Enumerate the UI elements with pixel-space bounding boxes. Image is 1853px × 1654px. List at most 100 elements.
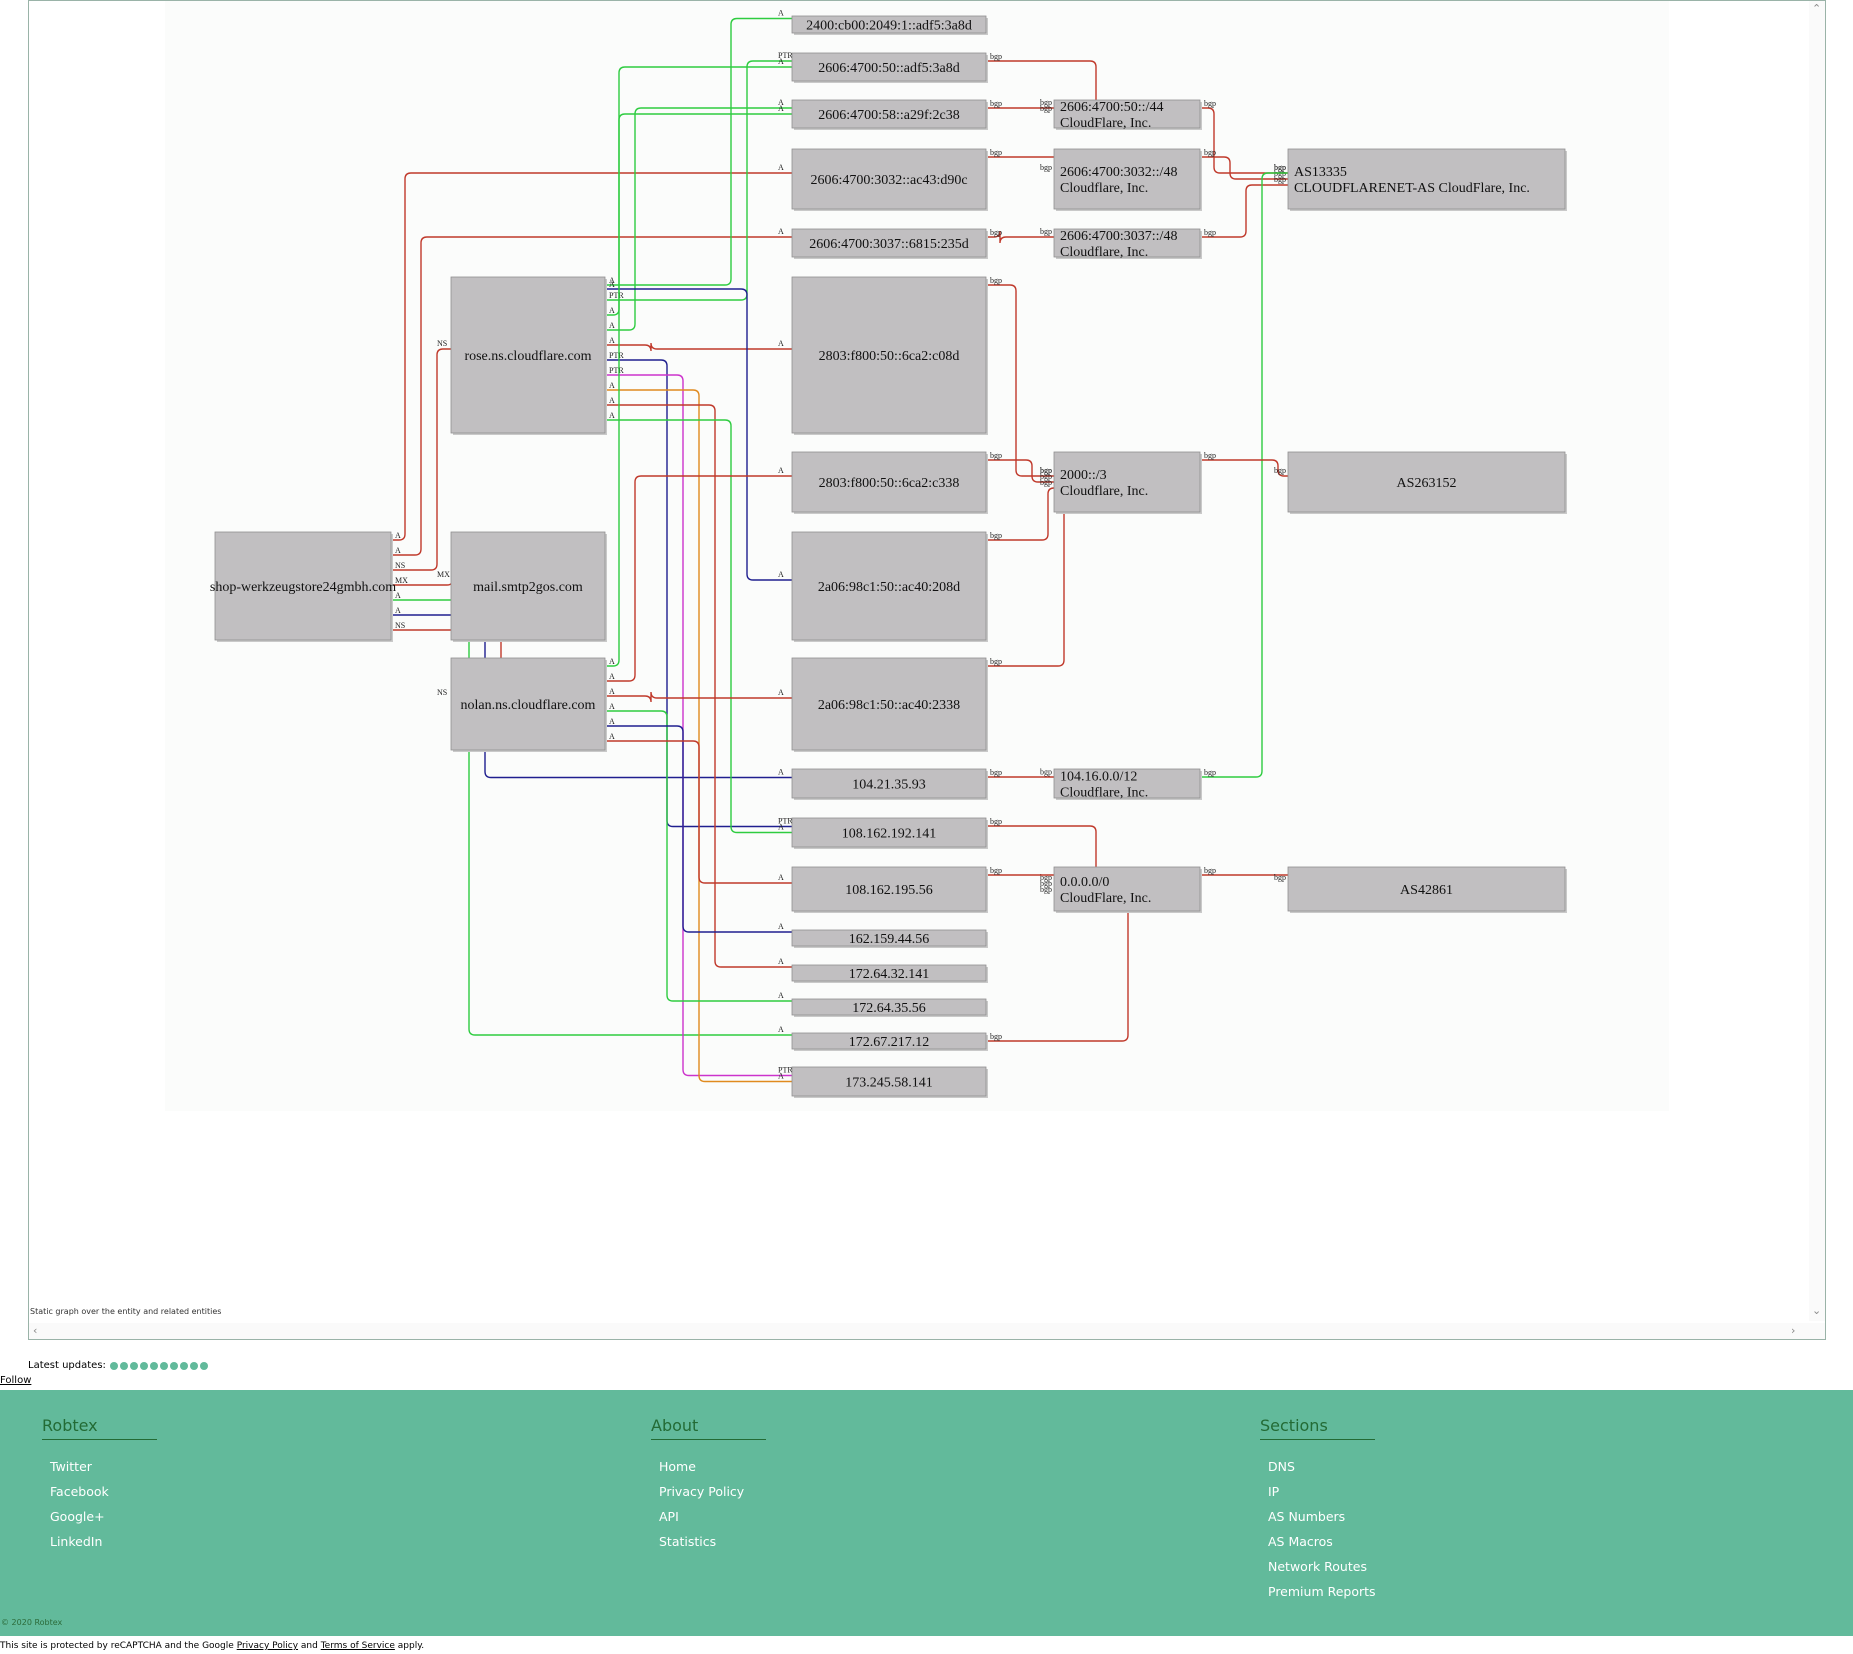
node-box[interactable]	[791, 998, 987, 1016]
graph-node-ip[interactable]: 2606:4700:50::adf5:3a8d	[791, 52, 988, 83]
footer-link-premium-reports[interactable]: Premium Reports	[1268, 1584, 1376, 1599]
graph-node-asn[interactable]: AS263152	[1287, 451, 1567, 514]
graph-node-ip[interactable]: 108.162.195.56	[791, 866, 988, 913]
graph-node-nolan-ns[interactable]: nolan.ns.cloudflare.com	[450, 657, 607, 752]
node-box[interactable]	[450, 531, 606, 641]
node-box[interactable]	[214, 531, 392, 641]
node-box[interactable]	[791, 929, 987, 947]
horizontal-scrollbar[interactable]: ‹ ›	[29, 1323, 1825, 1339]
footer-link-dns[interactable]: DNS	[1268, 1459, 1295, 1474]
node-box[interactable]	[791, 52, 987, 82]
node-box[interactable]	[791, 1032, 987, 1050]
graph-node-ip[interactable]: 173.245.58.141	[791, 1066, 988, 1098]
node-box[interactable]	[450, 276, 606, 434]
footer-link-twitter[interactable]: Twitter	[50, 1459, 92, 1474]
footer-link-facebook[interactable]: Facebook	[50, 1484, 109, 1499]
node-box[interactable]	[1053, 866, 1201, 912]
node-box[interactable]	[1287, 866, 1566, 912]
node-box[interactable]	[791, 531, 987, 641]
footer-link-linkedin[interactable]: LinkedIn	[50, 1534, 103, 1549]
graph-node-domain[interactable]: shop-werkzeugstore24gmbh.com	[210, 531, 396, 642]
scroll-up-icon[interactable]: ⌃	[1812, 2, 1822, 15]
recaptcha-prefix: This site is protected by reCAPTCHA and …	[0, 1641, 234, 1651]
footer-link-statistics[interactable]: Statistics	[659, 1534, 717, 1549]
footer-link-as-macros[interactable]: AS Macros	[1268, 1534, 1333, 1549]
footer-link-privacy-policy[interactable]: Privacy Policy	[659, 1484, 745, 1499]
vertical-scrollbar[interactable]: ⌃ ⌄	[1809, 1, 1825, 1321]
graph-node-ip[interactable]: 2a06:98c1:50::ac40:208d	[791, 531, 988, 642]
graph-node-rose-ns[interactable]: rose.ns.cloudflare.com	[450, 276, 607, 435]
node-box[interactable]	[791, 768, 987, 799]
node-box[interactable]	[791, 964, 987, 982]
update-dot[interactable]	[139, 1361, 148, 1370]
node-box[interactable]	[1053, 99, 1201, 129]
update-dot[interactable]	[159, 1361, 168, 1370]
graph-node-ip[interactable]: 172.64.32.141	[791, 964, 988, 983]
graph-node-ip[interactable]: 2803:f800:50::6ca2:c338	[791, 451, 988, 514]
footer-link-google-plus[interactable]: Google+	[50, 1509, 105, 1524]
graph-node-ip[interactable]: 2606:4700:3037::6815:235d	[791, 228, 988, 259]
node-label: 2606:4700:3037::/48	[1060, 229, 1177, 244]
node-box[interactable]	[1287, 148, 1566, 210]
node-box[interactable]	[1053, 768, 1201, 799]
graph-edge	[391, 236, 792, 556]
scroll-left-icon[interactable]: ‹	[33, 1324, 38, 1337]
footer-column-robtex: Robtex Twitter Facebook Google+ LinkedIn	[42, 1416, 157, 1554]
update-dot[interactable]	[189, 1361, 198, 1370]
graph-node-ip[interactable]: 2a06:98c1:50::ac40:2338	[791, 657, 988, 752]
node-box[interactable]	[1053, 451, 1201, 513]
node-box[interactable]	[791, 657, 987, 751]
graph-node-ip[interactable]: 2400:cb00:2049:1::adf5:3a8d	[791, 15, 988, 35]
update-dot[interactable]	[129, 1361, 138, 1370]
graph-node-ip[interactable]: 104.21.35.93	[791, 768, 988, 800]
node-box[interactable]	[1053, 228, 1201, 258]
follow-link[interactable]: Follow	[0, 1375, 32, 1386]
update-dot[interactable]	[179, 1361, 188, 1370]
graph-node-asn[interactable]: AS42861	[1287, 866, 1567, 913]
privacy-policy-link[interactable]: Privacy Policy	[236, 1641, 299, 1651]
node-box[interactable]	[1287, 451, 1566, 513]
node-box[interactable]	[1053, 148, 1201, 210]
footer-link-home[interactable]: Home	[659, 1459, 696, 1474]
graph-node-ip[interactable]: 162.159.44.56	[791, 929, 988, 948]
node-box[interactable]	[791, 228, 987, 258]
graph-node-ip[interactable]: 172.67.217.12	[791, 1032, 988, 1051]
scroll-right-icon[interactable]: ›	[1791, 1324, 1796, 1337]
node-box[interactable]	[791, 817, 987, 848]
footer-link-network-routes[interactable]: Network Routes	[1268, 1559, 1367, 1574]
update-dot[interactable]	[109, 1361, 118, 1370]
graph-node-ip[interactable]: 2606:4700:3032::ac43:d90c	[791, 148, 988, 211]
footer-link-api[interactable]: API	[659, 1509, 679, 1524]
update-dot[interactable]	[169, 1361, 178, 1370]
graph-node-ip[interactable]: 108.162.192.141	[791, 817, 988, 849]
node-box[interactable]	[791, 451, 987, 513]
graph-node-ip[interactable]: 2606:4700:58::a29f:2c38	[791, 99, 988, 130]
update-dot[interactable]	[199, 1361, 208, 1370]
node-box[interactable]	[791, 15, 987, 34]
graph-node-ip[interactable]: 2803:f800:50::6ca2:c08d	[791, 276, 988, 435]
node-box[interactable]	[450, 657, 606, 751]
node-box[interactable]	[791, 99, 987, 129]
edge-label: NS	[437, 688, 447, 697]
node-box[interactable]	[791, 1066, 987, 1097]
update-dot[interactable]	[149, 1361, 158, 1370]
node-box[interactable]	[791, 148, 987, 210]
update-dot[interactable]	[119, 1361, 128, 1370]
graph-node-mail-smtp[interactable]: mail.smtp2gos.com	[450, 531, 607, 642]
graph-node-ip[interactable]: 172.64.35.56	[791, 998, 988, 1017]
node-box[interactable]	[791, 276, 987, 434]
node-box[interactable]	[791, 866, 987, 912]
footer-link-as-numbers[interactable]: AS Numbers	[1268, 1509, 1346, 1524]
footer-link-ip[interactable]: IP	[1268, 1484, 1280, 1499]
graph-edge	[391, 348, 451, 571]
scroll-down-icon[interactable]: ⌄	[1812, 1304, 1822, 1317]
terms-of-service-link[interactable]: Terms of Service	[320, 1641, 395, 1651]
